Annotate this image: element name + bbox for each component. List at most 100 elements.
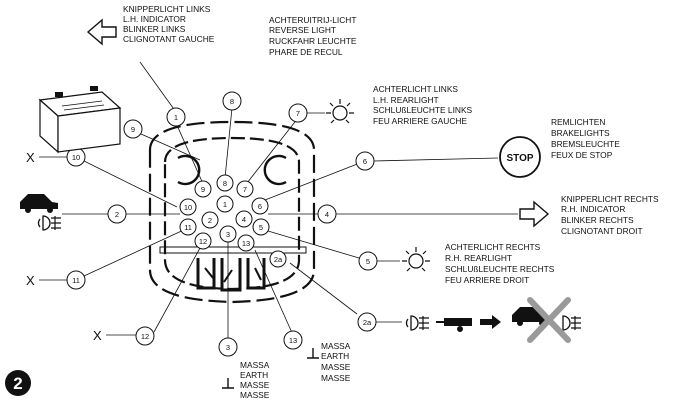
- svg-text:MASSE: MASSE: [321, 373, 351, 383]
- svg-text:6: 6: [363, 157, 367, 166]
- x-mark-pin-12: X: [93, 328, 102, 343]
- svg-text:2: 2: [208, 216, 212, 225]
- callout-pin-11: 11: [66, 270, 86, 290]
- svg-text:FEU ARRIERE DROIT: FEU ARRIERE DROIT: [445, 275, 529, 285]
- right-arrow-icon: [519, 200, 550, 228]
- svg-text:12: 12: [141, 332, 149, 341]
- svg-text:L.H. REARLIGHT: L.H. REARLIGHT: [373, 95, 439, 105]
- inner-pin-4: 4: [235, 210, 253, 228]
- inner-pin-9: 9: [194, 180, 212, 198]
- inner-pin-8: 8: [216, 174, 234, 192]
- svg-text:L.H. INDICATOR: L.H. INDICATOR: [123, 14, 186, 24]
- ground-symbol-icon-pin13: [307, 348, 319, 359]
- callout-pin-1: 1: [166, 107, 186, 127]
- callout-pin-7: 7: [288, 103, 308, 123]
- svg-text:3: 3: [226, 343, 230, 352]
- svg-text:8: 8: [230, 97, 234, 106]
- svg-text:7: 7: [243, 185, 247, 194]
- svg-text:R.H. INDICATOR: R.H. INDICATOR: [561, 204, 625, 214]
- inner-pin-13: 13: [237, 234, 255, 252]
- label-pin-8: ACHTERUITRIJ-LICHT REVERSE LIGHT RUCKFAH…: [269, 15, 357, 57]
- svg-text:R.H. REARLIGHT: R.H. REARLIGHT: [445, 253, 512, 263]
- inner-pin-11: 11: [179, 218, 197, 236]
- svg-text:13: 13: [289, 336, 297, 345]
- svg-text:1: 1: [174, 113, 178, 122]
- label-pin-7: ACHTERLICHT LINKS L.H. REARLIGHT SCHLUßL…: [373, 84, 473, 126]
- callout-pin-3: 3: [218, 337, 238, 357]
- svg-text:5: 5: [259, 223, 263, 232]
- svg-text:BLINKER RECHTS: BLINKER RECHTS: [561, 215, 634, 225]
- callout-pin-6: 6: [355, 151, 375, 171]
- svg-text:STOP: STOP: [506, 153, 533, 164]
- svg-text:10: 10: [72, 153, 80, 162]
- svg-text:9: 9: [131, 125, 135, 134]
- svg-text:REMLICHTEN: REMLICHTEN: [551, 117, 605, 127]
- svg-text:3: 3: [226, 230, 230, 239]
- svg-text:2: 2: [13, 374, 22, 393]
- inner-pin-5: 5: [252, 218, 270, 236]
- svg-text:1: 1: [223, 200, 227, 209]
- svg-text:BRAKELIGHTS: BRAKELIGHTS: [551, 128, 610, 138]
- callout-pin-8: 8: [222, 91, 242, 111]
- right-arrow-icon-pin2a: [480, 315, 501, 329]
- label-pin-6: REMLICHTEN BRAKELIGHTS BREMSLEUCHTE FEUX…: [551, 117, 620, 160]
- svg-text:PHARE DE RECUL: PHARE DE RECUL: [269, 47, 343, 57]
- svg-text:11: 11: [72, 276, 80, 285]
- callout-pin-4: 4: [317, 204, 337, 224]
- socket-body: [148, 120, 316, 304]
- label-pin-13: MASSA EARTH MASSE MASSE: [321, 341, 351, 383]
- lamp-icon-pin7: [326, 99, 354, 124]
- svg-text:MASSA: MASSA: [321, 341, 351, 351]
- car-icon: [20, 194, 58, 213]
- svg-text:SCHLUßLEUCHTE LINKS: SCHLUßLEUCHTE LINKS: [373, 105, 473, 115]
- svg-text:RUCKFAHR LEUCHTE: RUCKFAHR LEUCHTE: [269, 36, 357, 46]
- label-pin-3: MASSA EARTH MASSE MASSE: [240, 360, 270, 400]
- callout-pin-5: 5: [358, 251, 378, 271]
- svg-text:FEUX DE STOP: FEUX DE STOP: [551, 150, 613, 160]
- stop-sign-icon: STOP: [499, 136, 541, 178]
- svg-text:2a: 2a: [363, 318, 372, 327]
- outer-pins: 1 8 7 9 10 6 2 4 5 11 12 3 13 2a: [66, 91, 378, 357]
- svg-text:FEU ARRIERE GAUCHE: FEU ARRIERE GAUCHE: [373, 116, 467, 126]
- svg-text:EARTH: EARTH: [321, 351, 349, 361]
- svg-text:CLIGNOTANT GAUCHE: CLIGNOTANT GAUCHE: [123, 34, 215, 44]
- label-pin-1: KNIPPERLICHT LINKS L.H. INDICATOR BLINKE…: [123, 4, 215, 44]
- svg-text:BREMSLEUCHTE: BREMSLEUCHTE: [551, 139, 620, 149]
- svg-text:MASSE: MASSE: [240, 390, 270, 400]
- left-arrow-icon: [86, 18, 117, 46]
- fog-lamp-icon-pin2a: [405, 315, 429, 331]
- inner-pin-1: 1: [216, 195, 234, 213]
- svg-text:8: 8: [223, 179, 227, 188]
- svg-text:ACHTERLICHT LINKS: ACHTERLICHT LINKS: [373, 84, 458, 94]
- svg-text:7: 7: [296, 109, 300, 118]
- svg-text:5: 5: [366, 257, 370, 266]
- inner-pin-2: 2: [201, 211, 219, 229]
- svg-text:EARTH: EARTH: [240, 370, 268, 380]
- inner-pin-2a: 2a: [269, 250, 287, 268]
- svg-text:KNIPPERLICHT RECHTS: KNIPPERLICHT RECHTS: [561, 194, 659, 204]
- callout-pin-12: 12: [135, 326, 155, 346]
- svg-text:10: 10: [184, 203, 192, 212]
- inner-pin-3: 3: [219, 225, 237, 243]
- inner-pin-10: 10: [179, 198, 197, 216]
- crossed-car-icon: [512, 297, 581, 343]
- label-pin-5: ACHTERLICHT RECHTS R.H. REARLIGHT SCHLUß…: [445, 242, 555, 285]
- battery-icon: [38, 86, 122, 154]
- inner-pins: 9 8 7 10 1 6 2 4 11 5 12 3 13 2a: [179, 174, 287, 268]
- inner-pin-7: 7: [236, 180, 254, 198]
- svg-text:2a: 2a: [274, 255, 283, 264]
- x-mark-pin-10: X: [26, 150, 35, 165]
- svg-text:CLIGNOTANT DROIT: CLIGNOTANT DROIT: [561, 226, 643, 236]
- ground-symbol-icon-pin3: [222, 378, 234, 389]
- svg-text:BLINKER LINKS: BLINKER LINKS: [123, 24, 186, 34]
- svg-text:4: 4: [325, 210, 329, 219]
- callout-pin-9: 9: [123, 119, 143, 139]
- svg-text:11: 11: [184, 223, 192, 232]
- inner-pin-12: 12: [194, 232, 212, 250]
- svg-text:9: 9: [201, 185, 205, 194]
- svg-text:13: 13: [242, 239, 250, 248]
- trailer-icon: [436, 318, 472, 332]
- callout-pin-13: 13: [283, 330, 303, 350]
- svg-text:SCHLUßLEUCHTE RECHTS: SCHLUßLEUCHTE RECHTS: [445, 264, 555, 274]
